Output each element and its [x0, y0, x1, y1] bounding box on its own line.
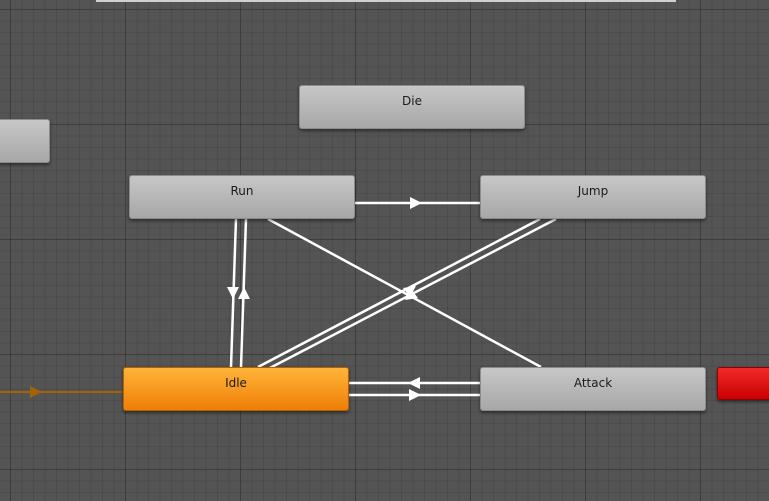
state-label-die: Die: [402, 94, 422, 108]
transition-run-attack[interactable]: [267, 217, 542, 369]
transition-idle-run[interactable]: [238, 218, 250, 368]
state-node-die[interactable]: Die: [299, 85, 525, 129]
state-label-jump: Jump: [577, 184, 609, 198]
exit-state-node[interactable]: [717, 367, 769, 400]
state-node-attack[interactable]: Attack: [480, 367, 706, 411]
state-label-attack: Attack: [573, 376, 613, 390]
transition-attack-jump[interactable]: [267, 217, 557, 371]
state-node-run[interactable]: Run: [129, 175, 355, 219]
state-label-idle: Idle: [225, 376, 247, 390]
transition-run-jump[interactable]: [355, 197, 480, 209]
top-edge-bar: [96, 0, 676, 2]
transition-idle-attack[interactable]: [349, 389, 480, 401]
state-label-run: Run: [230, 184, 254, 198]
transition-attack-idle[interactable]: [349, 377, 480, 389]
transition-jump-idle[interactable]: [257, 217, 541, 369]
transition-run-idle[interactable]: [227, 218, 239, 368]
state-node-idle[interactable]: Idle: [123, 367, 349, 411]
offscreen-state-node[interactable]: [0, 119, 50, 163]
entry-transition[interactable]: [0, 386, 123, 398]
state-node-jump[interactable]: Jump: [480, 175, 706, 219]
